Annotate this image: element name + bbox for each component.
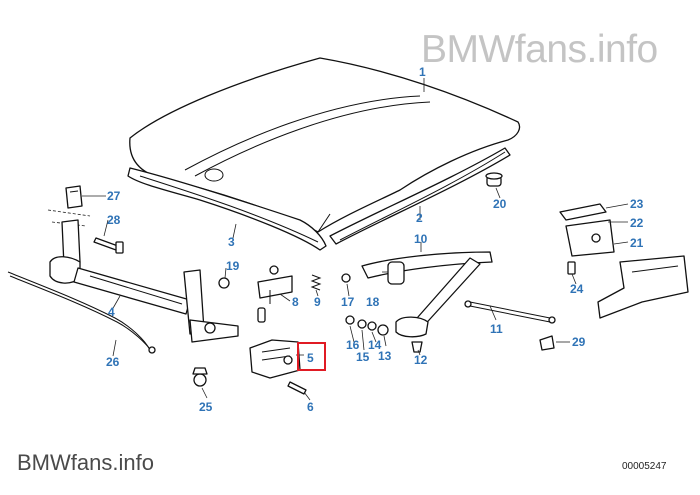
clip-19 — [218, 277, 230, 289]
callout-14: 14 — [368, 338, 382, 352]
washer-16 — [345, 315, 355, 325]
watermark-bottom: BMWfans.info — [17, 450, 154, 475]
clip-29 — [539, 335, 555, 351]
hinge-cover-21 — [597, 255, 689, 319]
highlight-box — [297, 342, 326, 371]
callout-11: 11 — [490, 322, 503, 336]
grommet — [192, 367, 208, 387]
callout-4: 4 — [108, 305, 115, 319]
reference-code: 00005247 — [622, 461, 667, 472]
screw-6 — [287, 381, 307, 395]
callout-10: 10 — [414, 232, 428, 246]
rubber-buffer — [485, 172, 503, 187]
callout-22: 22 — [630, 216, 644, 230]
hinge-bracket-22 — [565, 219, 615, 257]
callout-8: 8 — [292, 295, 299, 309]
callout-5: 5 — [307, 351, 314, 365]
washer-14 — [367, 321, 377, 331]
callout-labels: 1 2 3 4 5 6 8 9 10 11 12 13 14 15 16 17 … — [106, 65, 644, 414]
hinge-clip-left — [47, 185, 91, 227]
hood-seal-front — [127, 167, 327, 251]
callout-29: 29 — [572, 335, 586, 349]
callout-19: 19 — [226, 259, 240, 273]
bushing-18 — [387, 261, 405, 285]
callout-12: 12 — [414, 353, 428, 367]
watermark-top: BMWfans.info — [421, 28, 658, 71]
callout-27: 27 — [107, 189, 121, 203]
callout-26: 26 — [106, 355, 120, 369]
callout-23: 23 — [630, 197, 644, 211]
callout-3: 3 — [228, 235, 235, 249]
callout-18: 18 — [366, 295, 380, 309]
bushing-17 — [341, 273, 351, 283]
callout-20: 20 — [493, 197, 507, 211]
gas-strut — [464, 300, 556, 324]
nut-13 — [377, 324, 389, 336]
release-cable — [7, 271, 156, 354]
callout-21: 21 — [630, 236, 644, 250]
hinge-plate-23 — [559, 203, 607, 221]
bolt-7 — [257, 307, 266, 323]
hood-panel — [129, 57, 521, 233]
hood-hinge-assembly — [49, 219, 239, 343]
callout-13: 13 — [378, 349, 392, 363]
callout-9: 9 — [314, 295, 321, 309]
callout-25: 25 — [199, 400, 213, 414]
callout-2: 2 — [416, 211, 423, 225]
hood-seal-rear — [329, 147, 511, 245]
callout-1: 1 — [419, 65, 426, 79]
bolt-24 — [567, 261, 576, 275]
leader-lines — [82, 78, 629, 401]
hood-lock — [249, 339, 301, 379]
callout-24: 24 — [570, 282, 584, 296]
washer-15 — [357, 319, 367, 329]
callout-28: 28 — [107, 213, 121, 227]
clip-12 — [411, 341, 423, 353]
lock-bracket — [257, 265, 293, 304]
callout-17: 17 — [341, 295, 355, 309]
lock-spring — [310, 274, 322, 291]
callout-15: 15 — [356, 350, 370, 364]
hood-bracket-arm — [361, 251, 493, 338]
bolt-left — [93, 237, 124, 254]
callout-16: 16 — [346, 338, 360, 352]
callout-6: 6 — [307, 400, 314, 414]
